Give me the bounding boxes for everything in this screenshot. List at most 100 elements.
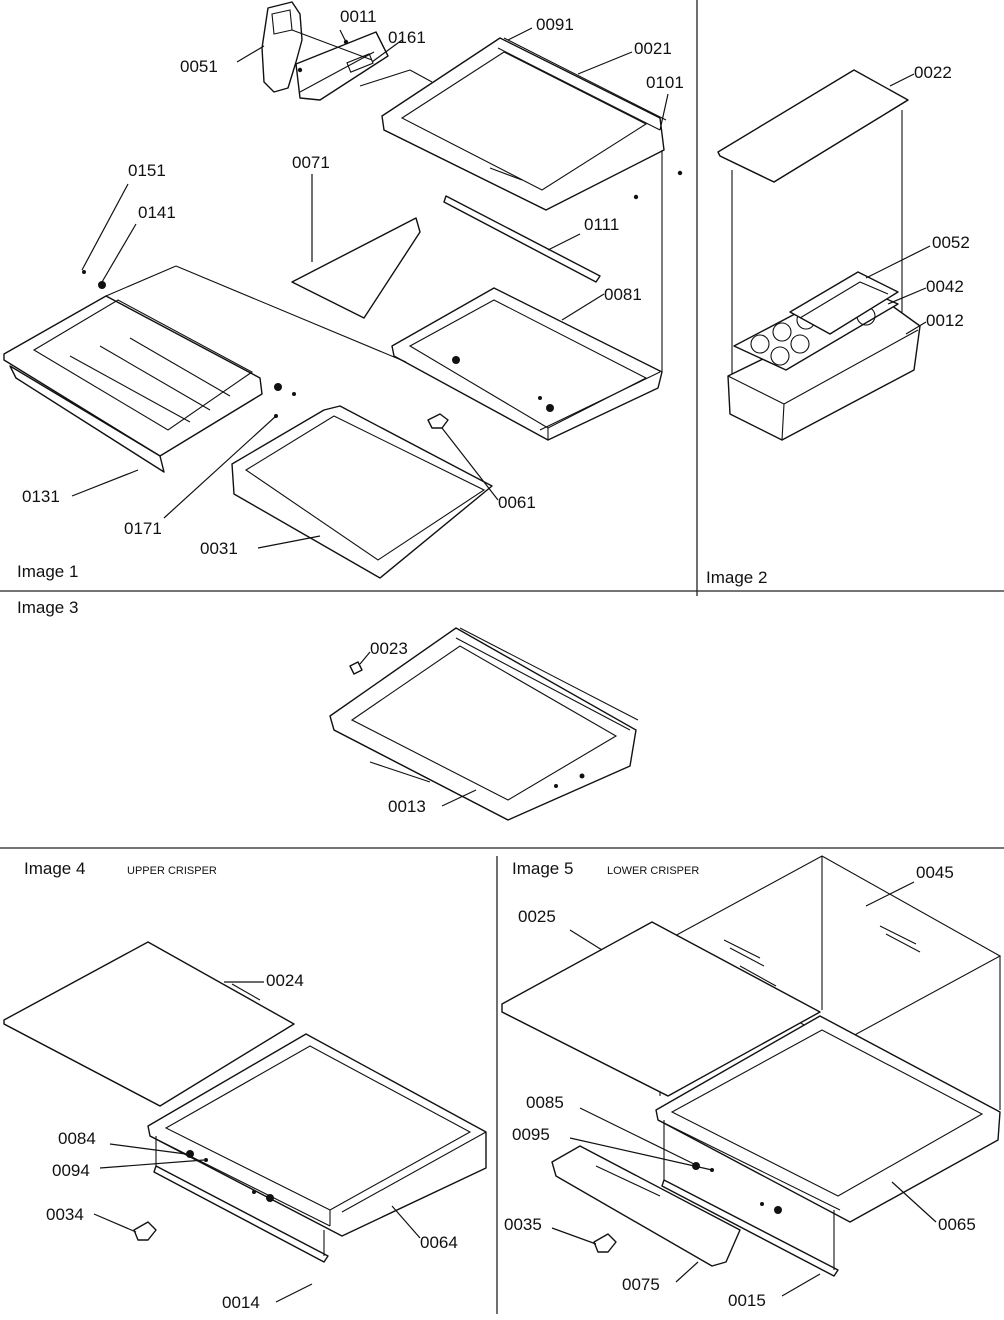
callout-0034: 0034 [46, 1205, 84, 1224]
callout-0085: 0085 [526, 1093, 564, 1112]
leader-line-0014 [275, 1283, 313, 1303]
callout-0012: 0012 [926, 311, 964, 330]
leader-line-0051 [236, 45, 265, 63]
leader-line-0064 [391, 1205, 421, 1239]
leader-line-0042 [887, 287, 927, 305]
leader-line-0061 [441, 427, 499, 501]
panel-title-image5: Image 5 [512, 859, 573, 878]
callout-0015: 0015 [728, 1291, 766, 1310]
leader-line-0013 [441, 789, 477, 807]
leader-line-0015 [781, 1273, 821, 1297]
leader-line-0045 [865, 881, 915, 907]
leader-line-0075 [675, 1261, 699, 1283]
cover-0051 [261, 1, 303, 93]
image2-drawing [717, 69, 921, 441]
leader-line-0052 [865, 245, 931, 279]
panel-title-image4: Image 4 [24, 859, 85, 878]
leader-line-0084 [109, 1143, 187, 1155]
callout-0091: 0091 [536, 15, 574, 34]
callout-0024: 0024 [266, 971, 304, 990]
leader-line-0085 [579, 1107, 695, 1165]
callout-0064: 0064 [420, 1233, 458, 1252]
panel-title-image3: Image 3 [17, 598, 78, 617]
leader-line-0111 [547, 233, 581, 251]
bin-0031 [231, 405, 493, 579]
panel-title-image1: Image 1 [17, 562, 78, 581]
callout-0011: 0011 [340, 7, 377, 26]
clip-0061 [427, 413, 449, 429]
callout-0111: 0111 [584, 215, 619, 234]
glass-0024 [3, 941, 295, 1107]
callout-0031: 0031 [200, 539, 238, 558]
lid-0052 [789, 271, 899, 335]
callout-0065: 0065 [938, 1215, 976, 1234]
leader-line-0141 [101, 223, 137, 283]
leader-line-0031 [257, 535, 321, 549]
callout-0151: 0151 [128, 161, 166, 180]
callout-0075: 0075 [622, 1275, 660, 1294]
leader-line-0034 [93, 1213, 137, 1233]
callout-labels: 0051 0011 0161 0091 0021 0101 0071 0111 0081 0151… [22, 7, 976, 1312]
panel-subtitle-image4: UPPER CRISPER [127, 865, 217, 877]
callout-0013: 0013 [388, 797, 426, 816]
callout-0081: 0081 [604, 285, 642, 304]
leader-line-0035 [551, 1227, 597, 1245]
leader-line-0012 [905, 321, 927, 335]
glass-0025 [501, 921, 821, 1097]
clip-0034 [133, 1221, 157, 1241]
callout-0061: 0061 [498, 493, 536, 512]
leader-line-0011 [339, 29, 347, 43]
leader-line-0151 [81, 183, 129, 271]
callout-0095: 0095 [512, 1125, 550, 1144]
callout-0051: 0051 [180, 57, 218, 76]
callout-0025: 0025 [518, 907, 556, 926]
image3-drawing [329, 627, 639, 821]
callout-0161: 0161 [388, 28, 426, 47]
rail-0111 [443, 195, 601, 283]
leader-line-0025 [569, 929, 603, 951]
clip-0035 [593, 1233, 617, 1253]
callout-0042: 0042 [926, 277, 964, 296]
callout-0171: 0171 [124, 519, 162, 538]
leader-line-0094 [99, 1159, 205, 1169]
cover-0022 [717, 69, 909, 183]
leader-line-0022 [889, 73, 915, 87]
panel-title-image2: Image 2 [706, 568, 767, 587]
callout-0071: 0071 [292, 153, 330, 172]
bracket-0161 [295, 31, 389, 101]
leader-line-0171 [163, 415, 277, 519]
leader-line-0023 [359, 651, 371, 665]
leader-lines [71, 27, 937, 1303]
drawer-0131 [3, 295, 263, 457]
leader-line-0021 [577, 51, 633, 75]
image5-drawing [501, 855, 1002, 1277]
panel-subtitle-image5: LOWER CRISPER [607, 865, 699, 877]
callout-0021: 0021 [634, 39, 672, 58]
callout-0014: 0014 [222, 1293, 260, 1312]
callout-0094: 0094 [52, 1161, 90, 1180]
callout-0035: 0035 [504, 1215, 542, 1234]
callout-0052: 0052 [932, 233, 970, 252]
leader-line-0081 [561, 293, 605, 321]
callout-0045: 0045 [916, 863, 954, 882]
rail-0014 [153, 1165, 329, 1263]
frame-0081 [391, 287, 663, 441]
callout-0023: 0023 [370, 639, 408, 658]
image1-drawing [3, 1, 683, 579]
rail-0015 [661, 1179, 839, 1277]
leader-line-0065 [891, 1181, 937, 1223]
leader-line-0101 [659, 93, 669, 131]
leader-line-0161 [371, 39, 403, 63]
leader-line-0091 [507, 27, 533, 41]
callout-0084: 0084 [58, 1129, 96, 1148]
image4-drawing [3, 941, 487, 1263]
glass-0071 [291, 217, 421, 319]
callout-0141: 0141 [138, 203, 176, 222]
leader-line-0131 [71, 469, 139, 497]
callout-0022: 0022 [914, 63, 952, 82]
callout-0101: 0101 [646, 73, 684, 92]
callout-0131: 0131 [22, 487, 60, 506]
cover-0075 [551, 1145, 741, 1267]
